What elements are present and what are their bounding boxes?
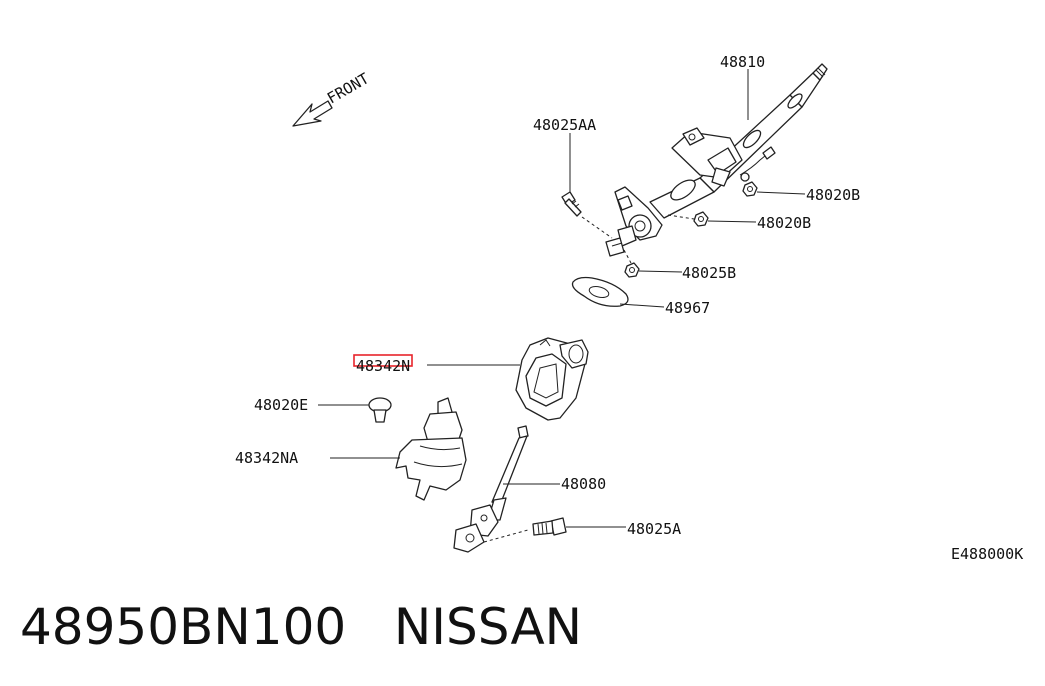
label-48080: 48080 bbox=[561, 475, 606, 493]
nut-48025B bbox=[623, 249, 640, 278]
column-cover-48342N bbox=[515, 337, 589, 421]
label-48025AA: 48025AA bbox=[533, 116, 596, 134]
footer-caption: 48950BN100 NISSAN bbox=[20, 598, 582, 656]
front-direction-indicator: FRONT bbox=[292, 69, 372, 127]
label-48342NA: 48342NA bbox=[235, 449, 298, 467]
label-48025B: 48025B bbox=[682, 264, 736, 282]
part-number: 48950BN100 bbox=[20, 598, 347, 656]
catalog-code: E488000K bbox=[951, 545, 1023, 563]
dust-boot-48342NA bbox=[395, 397, 467, 501]
label-48020E: 48020E bbox=[254, 396, 308, 414]
seal-plate-48967 bbox=[571, 276, 629, 307]
nut-48020B-lower bbox=[667, 211, 709, 227]
label-48020B-upper: 48020B bbox=[806, 186, 860, 204]
brand-name: NISSAN bbox=[393, 598, 583, 656]
upper-steering-column bbox=[605, 63, 828, 257]
intermediate-shaft-48080 bbox=[453, 425, 529, 553]
part-labels: 48810 48025AA 48020B 48020B 48025B 48967… bbox=[235, 53, 1023, 563]
highlight-box-48342N bbox=[353, 354, 413, 367]
nut-48020B-upper bbox=[742, 181, 758, 197]
front-arrow-icon bbox=[292, 100, 333, 127]
bolt-48025AA bbox=[561, 191, 613, 239]
label-48020B-lower: 48020B bbox=[757, 214, 811, 232]
clip-48020E bbox=[368, 397, 392, 423]
label-48025A: 48025A bbox=[627, 520, 681, 538]
label-48967: 48967 bbox=[665, 299, 710, 317]
leader-lines bbox=[318, 69, 806, 528]
bolt-48025A bbox=[532, 517, 567, 536]
label-48810: 48810 bbox=[720, 53, 765, 71]
front-label: FRONT bbox=[324, 69, 372, 107]
label-48342N: 48342N bbox=[356, 357, 410, 375]
